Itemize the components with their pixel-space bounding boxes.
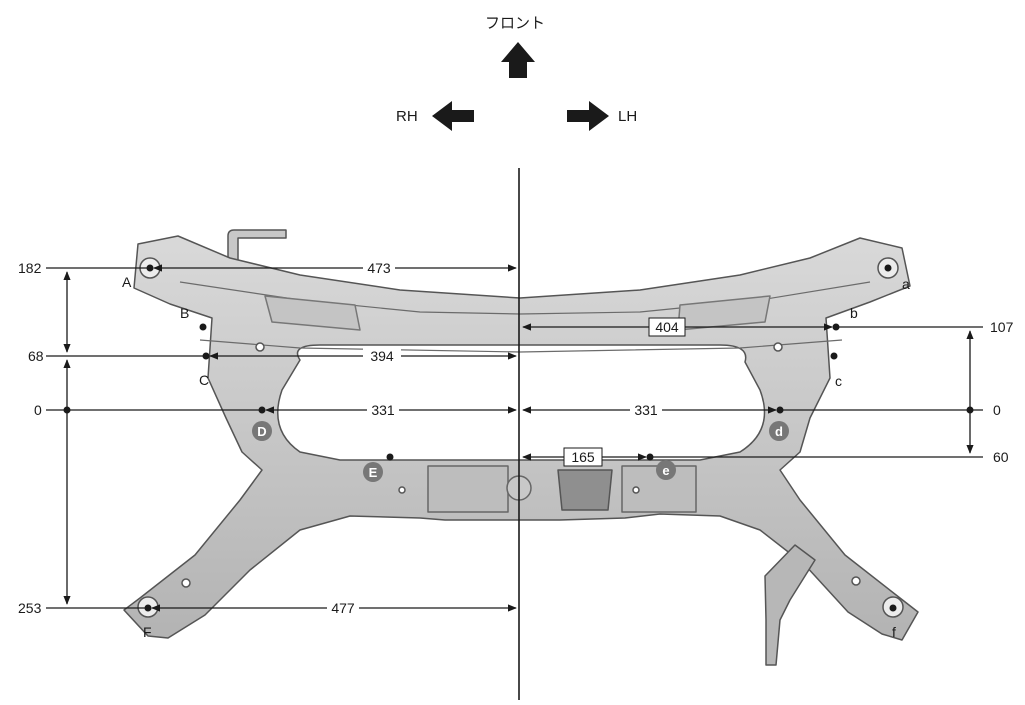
dim-A-value: 473	[367, 260, 391, 276]
reference-dot	[966, 406, 974, 414]
dim-F-value: 477	[331, 600, 355, 616]
lh-label: LH	[618, 108, 637, 125]
point-label-c: c	[835, 373, 842, 389]
lh-arrow-icon	[567, 101, 609, 131]
measurement-dots	[144, 264, 897, 612]
right-reference-lines	[650, 326, 983, 458]
ref-left-68: 68	[28, 348, 44, 364]
dim-d-value: 331	[634, 402, 658, 418]
point-label-D: D	[257, 424, 266, 439]
front-arrow-icon	[501, 42, 535, 78]
dim-b-value: 404	[655, 319, 679, 335]
direction-indicators: フロント RH LH	[396, 15, 637, 131]
center-bracket	[557, 469, 613, 511]
reference-dot	[63, 406, 71, 414]
front-label: フロント	[485, 15, 545, 32]
rh-arrow-icon	[432, 101, 474, 131]
point-label-d: d	[775, 424, 783, 439]
rh-label: RH	[396, 108, 418, 125]
point-label-C: C	[199, 372, 209, 388]
hole	[398, 486, 406, 494]
point-label-E: E	[369, 465, 378, 480]
point-label-f: f	[892, 624, 896, 640]
hole	[773, 342, 783, 352]
dimension-labels: 473 404 394 331 331 165 477	[327, 259, 686, 617]
point-label-b: b	[850, 305, 858, 321]
hole	[181, 578, 191, 588]
ref-left-182: 182	[18, 260, 42, 276]
dim-C-value: 394	[370, 348, 394, 364]
ref-right-107: 107	[990, 319, 1014, 335]
vertical-reference-values: 182 68 0 253 107 0 60	[18, 260, 1014, 616]
hole	[851, 576, 861, 586]
point-label-F: F	[143, 624, 152, 640]
point-label-e: e	[662, 463, 669, 478]
ref-left-0: 0	[34, 402, 42, 418]
rear-right-bracket	[764, 544, 816, 666]
point-label-B: B	[180, 305, 189, 321]
left-reference-lines	[46, 267, 262, 609]
rear-pad-left	[427, 465, 509, 513]
hole	[632, 486, 640, 494]
subframe-body	[123, 229, 919, 666]
point-label-A: A	[122, 274, 132, 290]
ref-left-253: 253	[18, 600, 42, 616]
recess-left	[264, 295, 361, 331]
point-labels: A B C a b c F f	[122, 274, 910, 640]
frame-opening	[277, 344, 766, 461]
ref-right-60: 60	[993, 449, 1009, 465]
dim-D-value: 331	[371, 402, 395, 418]
point-label-a: a	[902, 276, 910, 292]
dim-e-value: 165	[571, 449, 595, 465]
point-badges: D d E e	[252, 421, 789, 482]
ref-right-0: 0	[993, 402, 1001, 418]
hole	[255, 342, 265, 352]
